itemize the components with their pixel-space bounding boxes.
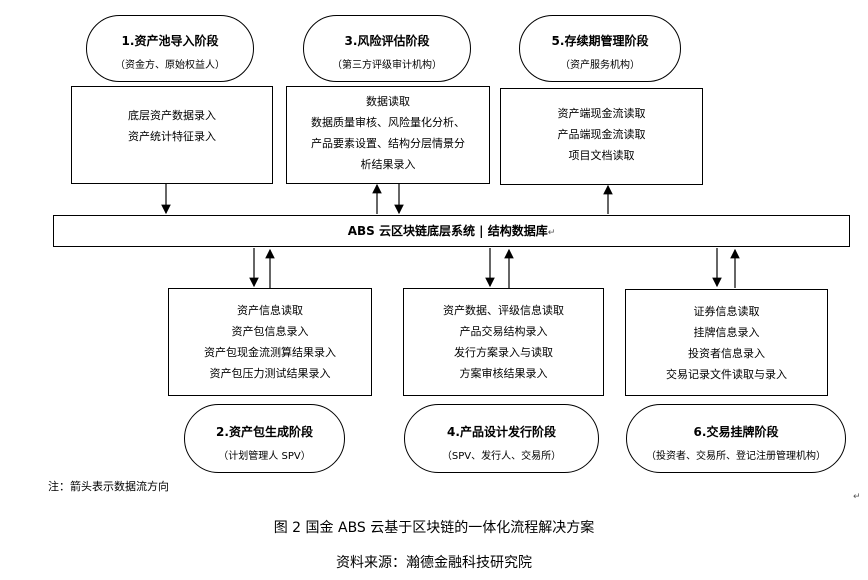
task-line: 底层资产数据录入 <box>128 109 216 122</box>
box-trading-listing-tasks: 证券信息读取 挂牌信息录入 投资者信息录入 交易记录文件读取与录入 <box>625 289 828 396</box>
box-lifecycle-tasks: 资产端现金流读取 产品端现金流读取 项目文档读取 <box>500 88 703 185</box>
task-line: 方案审核结果录入 <box>459 367 548 380</box>
box-asset-package-tasks: 资产信息读取 资产包信息录入 资产包现金流测算结果录入 资产包压力测试结果录入 <box>168 288 372 396</box>
stage-6-title: 6.交易挂牌阶段 <box>693 425 779 439</box>
box-risk-assessment-tasks: 数据读取 数据质量审核、风险量化分析、 产品要素设置、结构分层情景分 析结果录入 <box>286 86 490 184</box>
task-line: 资产信息读取 <box>237 304 303 317</box>
task-line: 投资者信息录入 <box>688 347 765 360</box>
figure-source: 资料来源：瀚德金融科技研究院 <box>336 555 532 571</box>
stage-5-lifecycle-management: 5.存续期管理阶段 （资产服务机构） <box>519 15 681 82</box>
task-line: 资产数据、评级信息读取 <box>443 304 564 317</box>
stage-1-title: 1.资产池导入阶段 <box>121 34 219 48</box>
box-product-design-tasks: 资产数据、评级信息读取 产品交易结构录入 发行方案录入与读取 方案审核结果录入 <box>403 288 604 396</box>
stage-1-subtitle: （资金方、原始权益人） <box>115 60 225 71</box>
stage-1-pool-import: 1.资产池导入阶段 （资金方、原始权益人） <box>86 15 254 82</box>
task-line: 产品端现金流读取 <box>557 128 646 141</box>
task-line: 资产端现金流读取 <box>557 107 646 120</box>
stage-6-subtitle: （投资者、交易所、登记注册管理机构） <box>646 451 826 462</box>
paragraph-mark: ↵ <box>547 228 556 238</box>
task-line: 产品交易结构录入 <box>459 325 548 338</box>
task-line: 资产包信息录入 <box>231 325 309 338</box>
task-line: 数据读取 <box>366 95 410 108</box>
stage-3-risk-assessment: 3.风险评估阶段 （第三方评级审计机构） <box>303 15 471 82</box>
box-pool-import-tasks: 底层资产数据录入 资产统计特征录入 <box>71 86 273 184</box>
task-line: 交易记录文件读取与录入 <box>666 368 787 381</box>
task-line: 数据质量审核、风险量化分析、 <box>311 116 465 129</box>
task-line: 产品要素设置、结构分层情景分 <box>311 137 465 150</box>
task-line: 资产包现金流测算结果录入 <box>204 346 336 359</box>
stage-4-subtitle: （SPV、发行人、交易所） <box>441 451 562 462</box>
stage-5-title: 5.存续期管理阶段 <box>551 34 649 48</box>
task-line: 项目文档读取 <box>568 149 635 162</box>
stage-2-subtitle: （计划管理人 SPV） <box>218 451 311 462</box>
stage-4-product-design-issuance: 4.产品设计发行阶段 （SPV、发行人、交易所） <box>404 404 599 473</box>
stage-2-package-generation: 2.资产包生成阶段 （计划管理人 SPV） <box>184 404 345 473</box>
task-line: 证券信息读取 <box>693 305 760 318</box>
stage-3-subtitle: （第三方评级审计机构） <box>332 60 442 71</box>
stage-6-trading-listing: 6.交易挂牌阶段 （投资者、交易所、登记注册管理机构） <box>626 404 846 473</box>
figure-caption: 图 2 国金 ABS 云基于区块链的一体化流程解决方案 <box>273 520 595 536</box>
task-line: 析结果录入 <box>360 158 416 171</box>
stage-4-title: 4.产品设计发行阶段 <box>447 425 556 439</box>
paragraph-mark: ↵ <box>853 492 861 502</box>
stage-5-subtitle: （资产服务机构） <box>560 60 640 71</box>
system-bar-label: ABS 云区块链底层系统 | 结构数据库 <box>347 224 548 238</box>
stage-3-title: 3.风险评估阶段 <box>344 34 430 48</box>
abs-blockchain-system-bar: ABS 云区块链底层系统 | 结构数据库↵ <box>53 215 850 247</box>
task-line: 资产统计特征录入 <box>128 130 216 143</box>
task-line: 挂牌信息录入 <box>693 326 760 339</box>
arrow-note: 注：箭头表示数据流方向 <box>48 480 169 493</box>
task-line: 资产包压力测试结果录入 <box>209 367 331 380</box>
task-line: 发行方案录入与读取 <box>454 346 553 359</box>
stage-2-title: 2.资产包生成阶段 <box>216 425 313 439</box>
